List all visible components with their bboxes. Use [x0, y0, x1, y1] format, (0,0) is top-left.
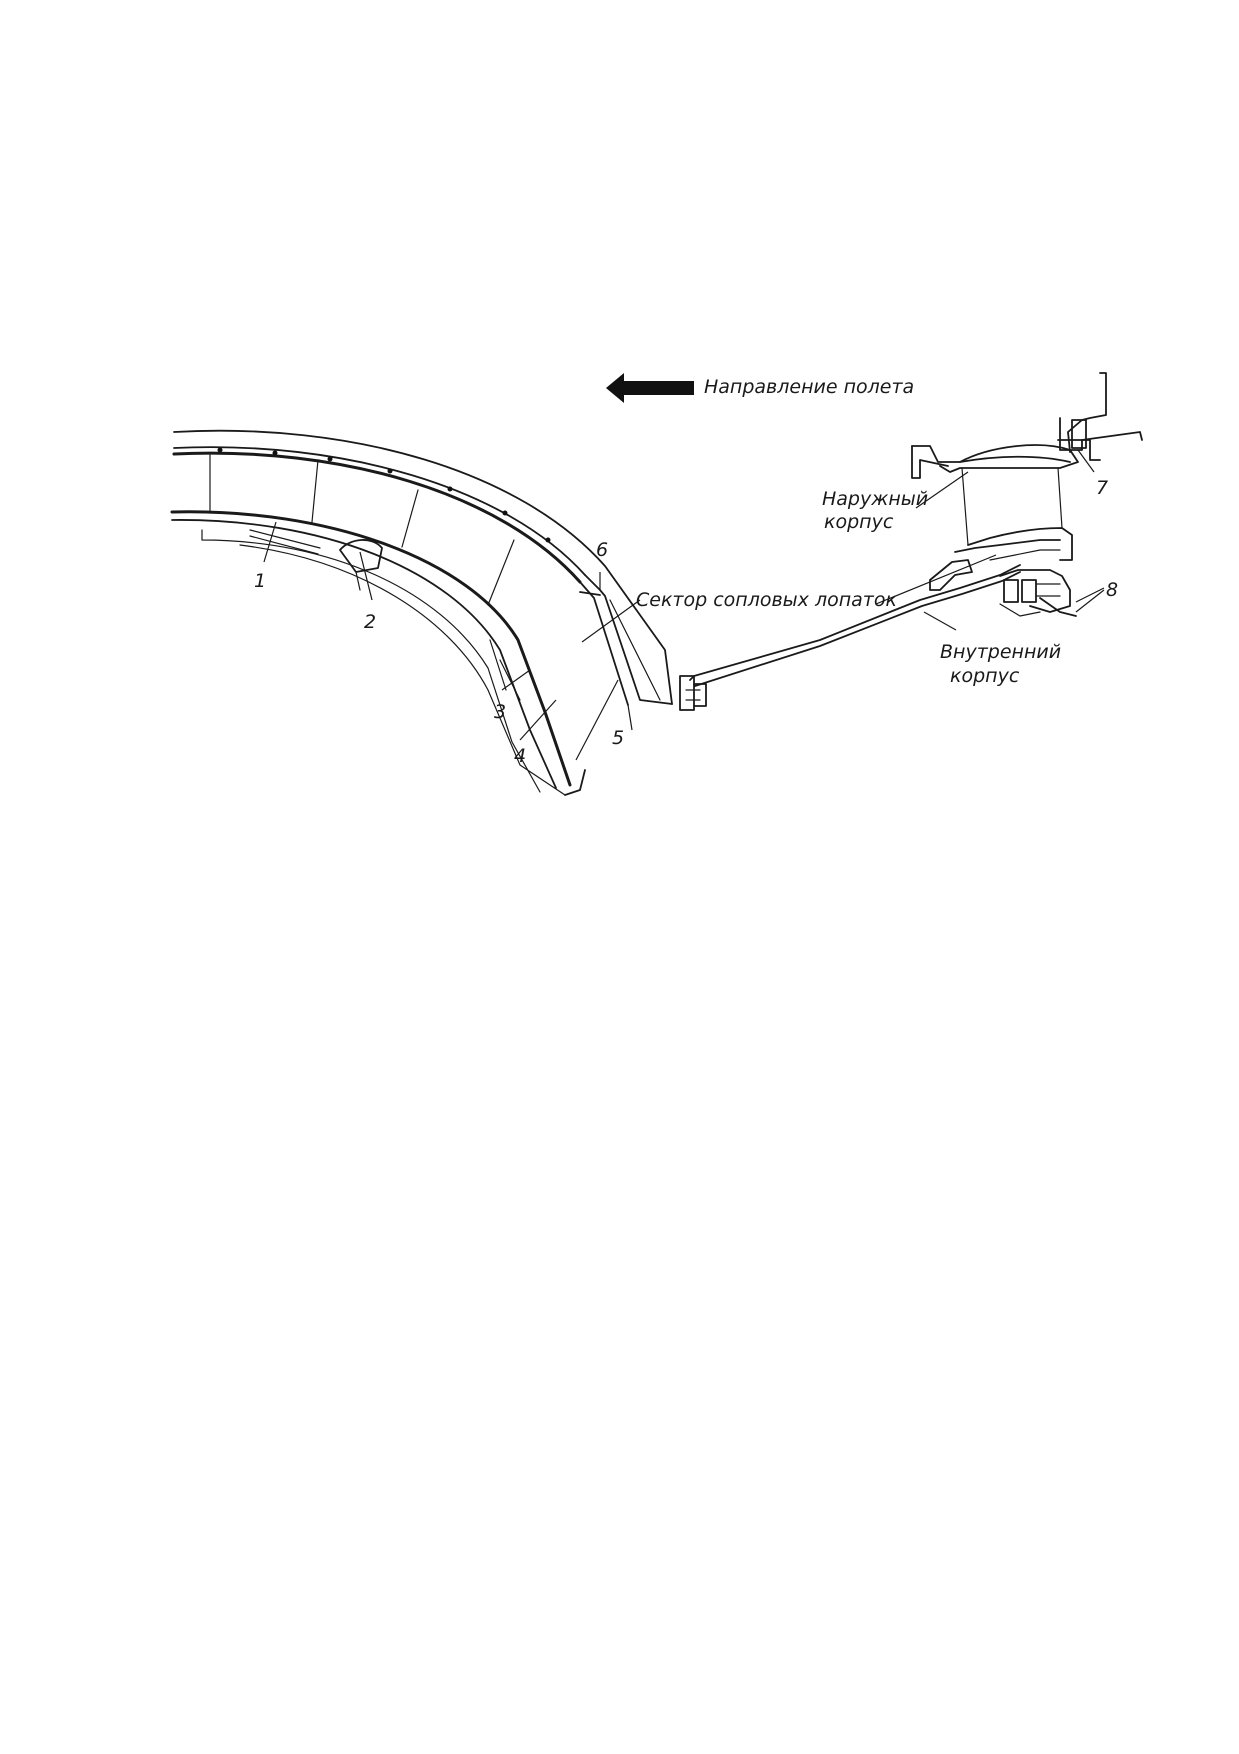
flight-direction-label: Направление полета	[704, 376, 914, 398]
label-4: 4	[514, 745, 526, 767]
label-5: 5	[612, 727, 624, 749]
bolt-assembly	[999, 569, 1077, 617]
casing-section-drawing	[679, 372, 1143, 711]
label-2: 2	[364, 611, 376, 633]
label-3: 3	[494, 701, 506, 723]
label-outer-casing-1: Наружный	[822, 488, 928, 510]
label-outer-casing-2: корпус	[824, 511, 894, 533]
label-6: 6	[596, 539, 608, 561]
label-nozzle-sector: Сектор сопловых лопаток	[636, 589, 897, 611]
nozzle-ring-drawing	[170, 429, 673, 796]
outer-band-holes	[217, 447, 551, 543]
flight-direction-arrow	[606, 373, 694, 403]
leader-lines	[263, 449, 1105, 761]
label-inner-casing-1: Внутренний	[940, 641, 1061, 663]
callout-labels: 1 2 3 4 5 6 7 8 Сектор сопловых лопаток …	[254, 477, 1118, 767]
label-7: 7	[1096, 477, 1108, 499]
label-1: 1	[254, 570, 266, 592]
label-inner-casing-2: корпус	[950, 665, 1020, 687]
label-8: 8	[1106, 579, 1118, 601]
